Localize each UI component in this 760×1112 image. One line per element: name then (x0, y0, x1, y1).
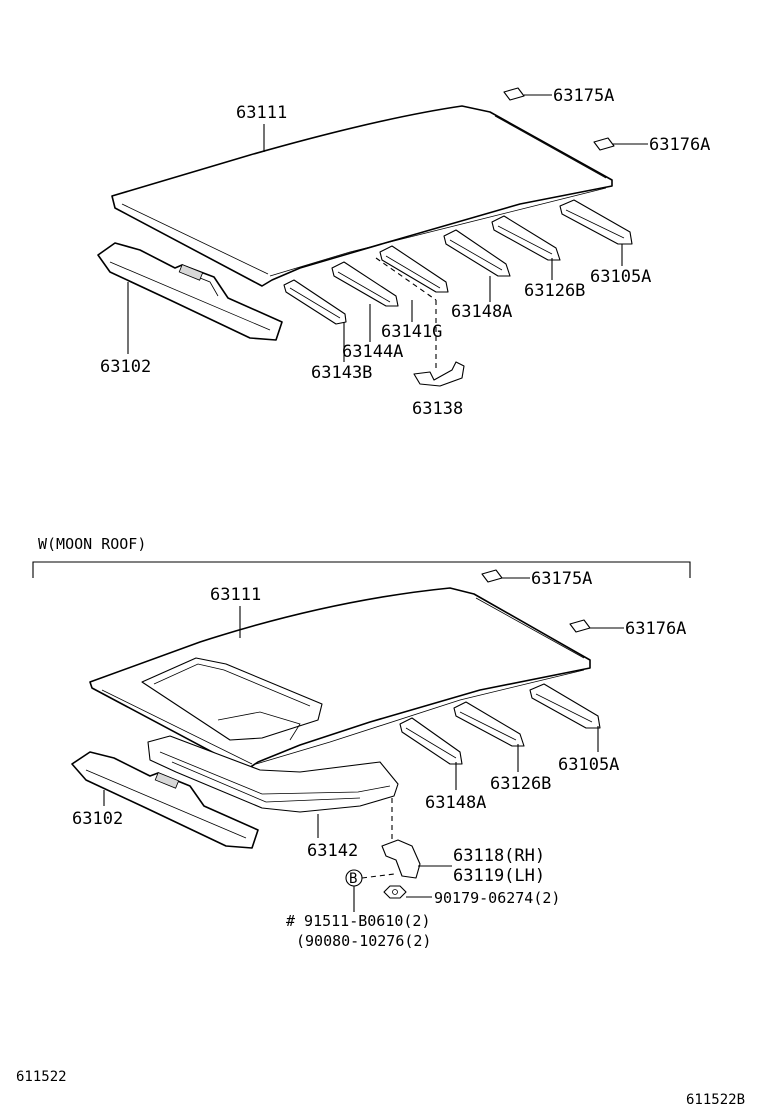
bolt-b-marker-text: B (349, 871, 357, 887)
label-63118-rh: 63118(RH) (453, 846, 545, 866)
label-nut-90179: 90179-06274(2) (434, 889, 560, 907)
label-63105a-bottom: 63105A (558, 755, 619, 775)
front-header-bottom-drawing (71, 751, 259, 849)
label-63175a-bottom: 63175A (531, 569, 592, 589)
bottom-assembly: W(MOON ROOF) (32, 535, 691, 950)
top-leader-lines (127, 94, 648, 370)
label-63119-lh: 63119(LH) (453, 866, 545, 886)
figure-code-right: 611522B (686, 1092, 745, 1108)
bracket-rh-lh-drawing (381, 839, 421, 879)
label-63141g-top: 63141G (381, 322, 442, 342)
figure-code-left: 611522 (16, 1069, 67, 1085)
label-63138-top: 63138 (412, 399, 463, 419)
label-63143b-top: 63143B (311, 363, 372, 383)
top-assembly: 63111 63175A 63176A 63102 63105A 63126B … (97, 86, 710, 419)
bolt-b-marker: B (345, 869, 363, 887)
clip-b-bottom-drawing (569, 619, 591, 633)
bottom-leader-lines (103, 577, 624, 912)
label-63176a-top: 63176A (649, 135, 710, 155)
label-63142-bottom: 63142 (307, 841, 358, 861)
label-bolt-91511: # 91511-B0610(2) (286, 912, 431, 930)
label-63102-top: 63102 (100, 357, 151, 377)
moonroof-housing-drawing (147, 711, 399, 813)
section-bracket (32, 561, 691, 578)
label-63126b-top: 63126B (524, 281, 585, 301)
clip-a-top-drawing (503, 87, 525, 101)
label-63111-bottom: 63111 (210, 585, 261, 605)
label-63148a-top: 63148A (451, 302, 512, 322)
label-63126b-bottom: 63126B (490, 774, 551, 794)
label-bolt-90080: (90080-10276(2) (296, 932, 431, 950)
moonroof-panel-drawing (89, 587, 591, 771)
label-63111-top: 63111 (236, 103, 287, 123)
bracket-drawing (413, 361, 465, 387)
label-63175a-top: 63175A (553, 86, 614, 106)
roof-bows-drawing (283, 199, 633, 325)
label-63102-bottom: 63102 (72, 809, 123, 829)
label-63144a-top: 63144A (342, 342, 403, 362)
label-63148a-bottom: 63148A (425, 793, 486, 813)
label-63176a-bottom: 63176A (625, 619, 686, 639)
clip-b-top-drawing (593, 137, 615, 151)
label-63105a-top: 63105A (590, 267, 651, 287)
nut-drawing (383, 885, 407, 899)
moonroof-bows-drawing (399, 683, 601, 765)
clip-a-bottom-drawing (481, 569, 503, 583)
front-header-drawing (97, 242, 283, 341)
roof-panel-drawing (111, 105, 613, 287)
section-title-moon-roof: W(MOON ROOF) (38, 535, 146, 553)
